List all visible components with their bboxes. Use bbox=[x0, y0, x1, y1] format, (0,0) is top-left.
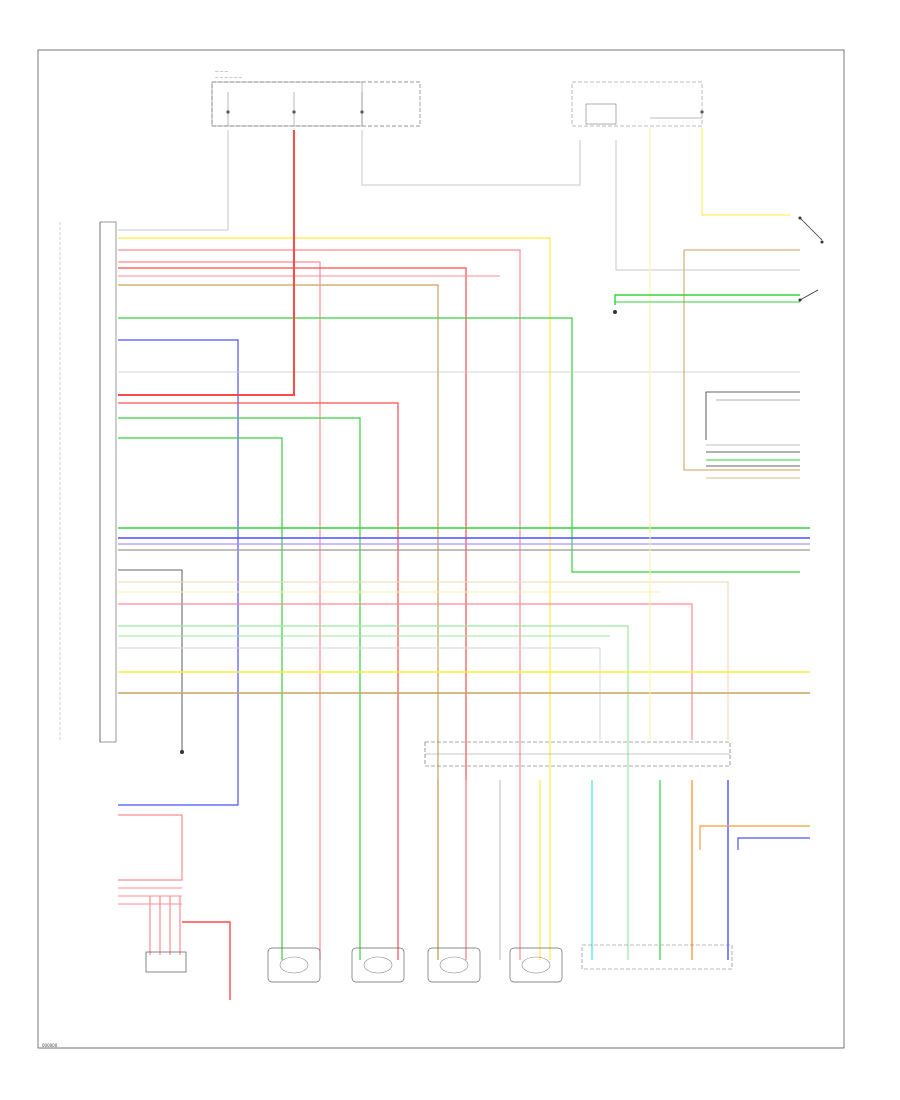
wire-gray-top-right bbox=[615, 140, 800, 271]
svg-text:— — — — — —: — — — — — — bbox=[215, 75, 243, 79]
connector-lower-left bbox=[118, 814, 231, 1000]
wire-gray-left bbox=[118, 130, 229, 231]
sensor-connector-icon bbox=[145, 951, 187, 973]
wire-green-1 bbox=[118, 317, 800, 573]
wire-green-3 bbox=[118, 437, 283, 960]
wire-tan-2 bbox=[118, 581, 729, 740]
wire-pink-1 bbox=[118, 249, 521, 960]
wire-yellow-switch bbox=[701, 128, 790, 216]
wire-blue-1 bbox=[118, 339, 239, 806]
wire-red-1 bbox=[118, 267, 467, 960]
svg-text:— — —: — — — bbox=[215, 69, 228, 73]
diagram-border bbox=[37, 49, 845, 1049]
switch-icon bbox=[798, 216, 824, 302]
wire-pink-2 bbox=[118, 261, 321, 960]
wire-black-1 bbox=[118, 569, 183, 745]
wire-gray-top bbox=[361, 130, 581, 186]
wire-orange-2 bbox=[699, 825, 810, 850]
wire-red-main bbox=[118, 130, 295, 396]
fuse-box-icon bbox=[211, 81, 421, 127]
wire-green-switch bbox=[614, 294, 800, 305]
wire-red-2 bbox=[118, 402, 399, 960]
wire-tan-right bbox=[683, 250, 800, 471]
fuse-box-top-right bbox=[571, 81, 704, 127]
wire-gray-2 bbox=[118, 647, 601, 740]
wire-green-4 bbox=[118, 625, 629, 960]
sensor-row bbox=[267, 947, 563, 983]
wire-yellow-1 bbox=[118, 237, 551, 960]
wire-blue-3 bbox=[737, 837, 810, 850]
fuse-box-top-left: — — — — — — — — — bbox=[211, 69, 421, 127]
wire-tan-1 bbox=[118, 284, 439, 960]
harness-connector-bottom-right bbox=[581, 944, 733, 970]
wire-green-2 bbox=[118, 417, 361, 960]
ecu-connector-strip bbox=[59, 221, 117, 743]
bottom-connector-strip bbox=[424, 741, 731, 767]
connector-right-mid bbox=[705, 391, 800, 479]
wire-pink-4 bbox=[118, 603, 693, 740]
ground-icon bbox=[180, 310, 617, 754]
footer-code: 000000 bbox=[42, 1043, 58, 1048]
